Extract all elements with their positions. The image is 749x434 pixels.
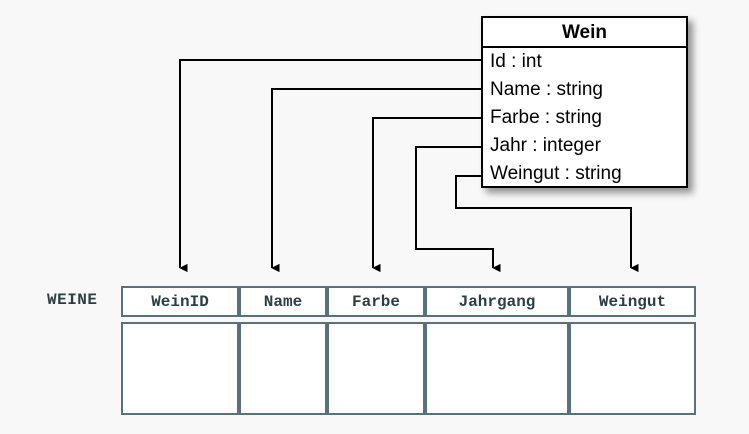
relation-name: WEINE [47,291,98,309]
uml-attribute: Id : int [490,51,542,72]
uml-attribute: Name : string [490,79,603,100]
table-cell [425,322,569,415]
uml-attribute: Farbe : string [490,107,602,128]
uml-class-name: Wein [483,18,686,48]
table-cell [569,322,696,415]
uml-attribute-list: Id : int Name : string Farbe : string Ja… [483,48,686,188]
table-cell [327,322,425,415]
table-cell [121,322,239,415]
uml-class-box: Wein Id : int Name : string Farbe : stri… [481,16,688,188]
connector-weingut-to-weingut [455,175,639,273]
uml-attribute: Jahr : integer [490,135,601,156]
connector-farbe-to-farbe [372,117,481,273]
table-cell [239,322,327,415]
relation-table: WeinID Name Farbe Jahrgang Weingut [121,286,696,415]
connector-name-to-name [271,88,481,273]
column-header-name: Name [239,286,327,317]
column-header-farbe: Farbe [327,286,425,317]
column-header-weingut: Weingut [569,286,696,317]
connector-id-to-weinid [179,59,481,273]
table-row [121,322,696,415]
uml-attribute: Weingut : string [490,163,622,184]
column-header-weinid: WeinID [121,286,239,317]
table-header-row: WeinID Name Farbe Jahrgang Weingut [121,286,696,317]
column-header-jahrgang: Jahrgang [425,286,569,317]
